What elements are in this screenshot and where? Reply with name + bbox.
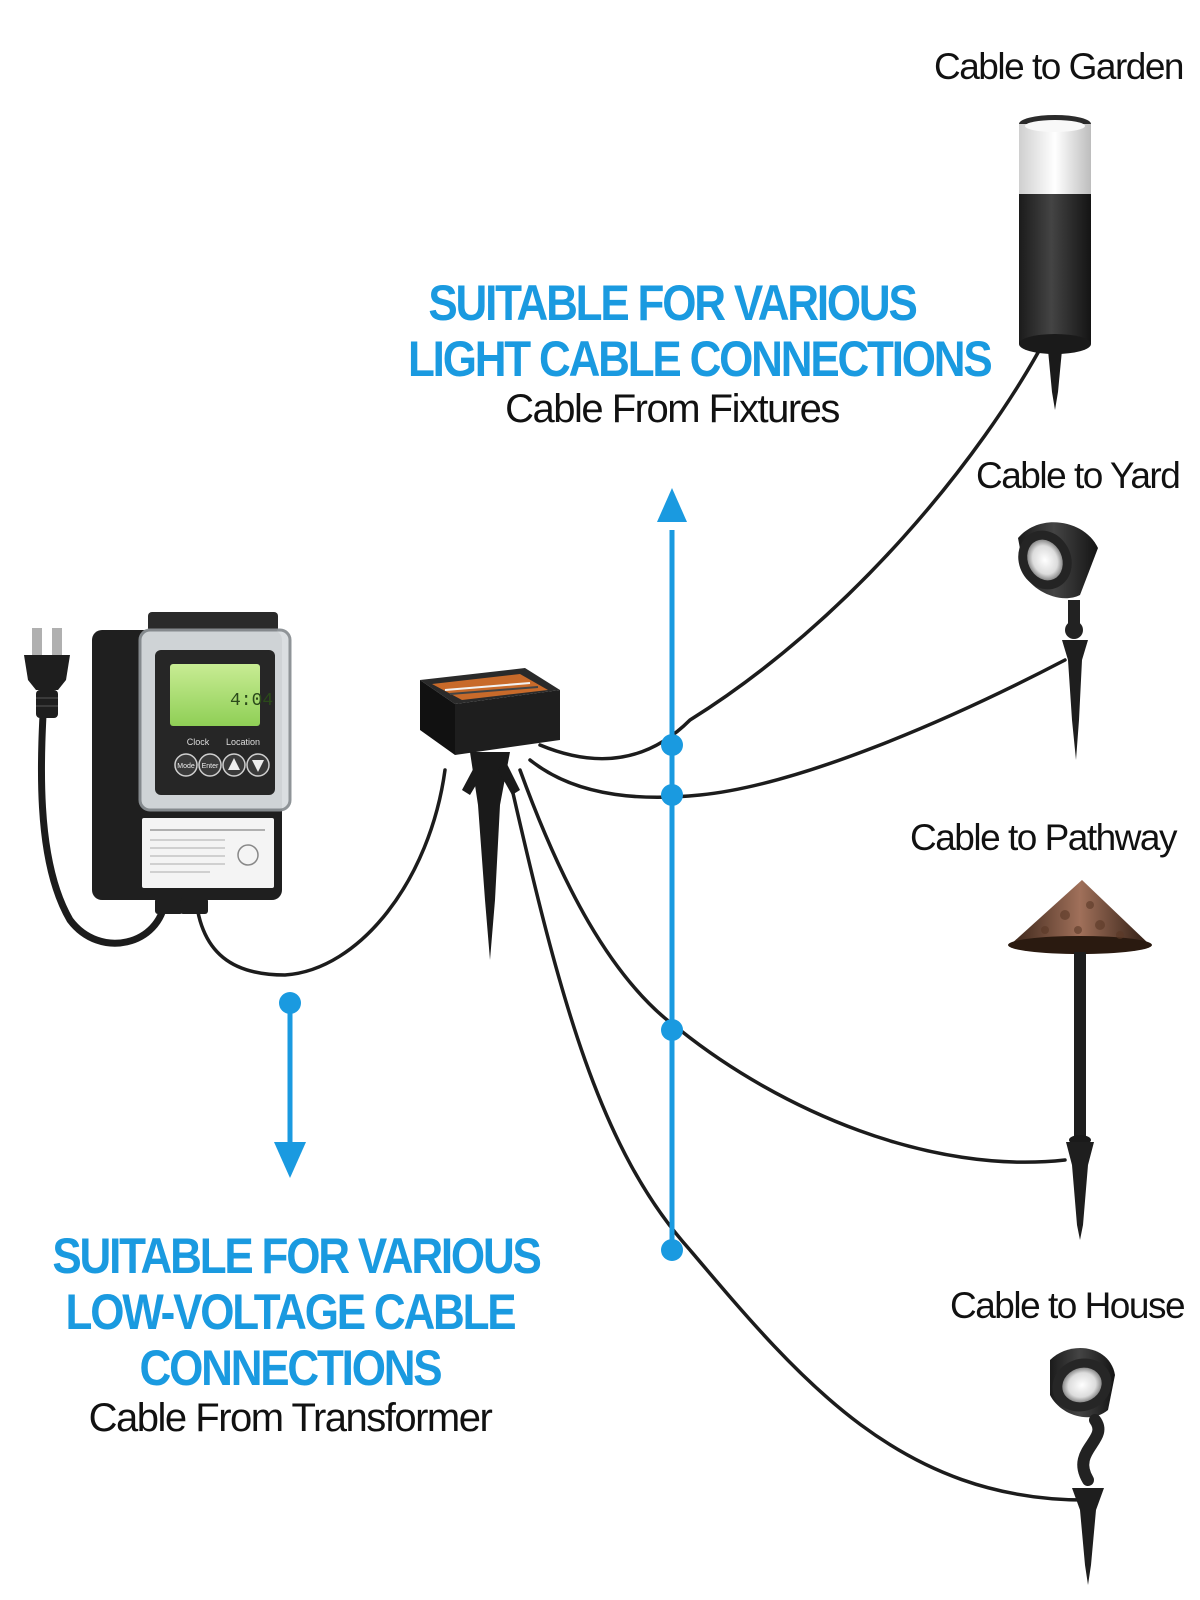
triangle-down-icon xyxy=(252,760,264,772)
junction-dot xyxy=(661,1019,683,1041)
callout-markers xyxy=(274,488,687,1261)
yard-spotlight-icon xyxy=(1018,522,1098,760)
house-spotlight-icon xyxy=(1050,1348,1115,1585)
cable-to-yard xyxy=(528,658,1067,799)
label-cable-to-house: Cable to House xyxy=(950,1285,1186,1326)
top-callout-line-2: LIGHT CABLE CONNECTIONS xyxy=(408,331,993,387)
arrow-down-icon xyxy=(274,1142,306,1178)
arrow-up-icon xyxy=(657,488,687,522)
cable-from-transformer xyxy=(193,768,447,977)
transformer-icon: 4:04 Clock Location Mode Enter xyxy=(92,612,292,914)
enter-button[interactable] xyxy=(198,753,222,777)
triangle-up-icon xyxy=(228,758,240,770)
top-callout-subtitle: Cable From Fixtures xyxy=(505,387,840,431)
pathway-light-icon xyxy=(1008,880,1152,1240)
spec-label-sticker xyxy=(142,818,274,888)
power-plug-icon xyxy=(24,628,70,718)
junction-dot xyxy=(661,784,683,806)
label-cable-to-pathway: Cable to Pathway xyxy=(910,817,1178,858)
plug-cord xyxy=(37,676,169,947)
top-callout-line-1: SUITABLE FOR VARIOUS xyxy=(428,275,917,331)
bottom-callout-line-3: CONNECTIONS xyxy=(139,1340,443,1396)
label-cable-to-garden: Cable to Garden xyxy=(934,46,1185,87)
bottom-callout-line-1: SUITABLE FOR VARIOUS xyxy=(52,1228,541,1284)
bottom-callout-subtitle: Cable From Transformer xyxy=(88,1396,493,1440)
svg-text:Mode: Mode xyxy=(177,763,195,770)
cable-to-pathway xyxy=(518,768,1067,1164)
svg-text:Enter: Enter xyxy=(202,763,219,770)
top-callout: SUITABLE FOR VARIOUS LIGHT CABLE CONNECT… xyxy=(372,275,993,432)
cable-to-garden xyxy=(538,338,1047,761)
location-label: Location xyxy=(226,737,260,747)
bottom-callout-line-2: LOW-VOLTAGE CABLE xyxy=(65,1284,517,1340)
junction-dot xyxy=(661,1239,683,1261)
garden-light-icon xyxy=(1019,115,1091,410)
clock-label: Clock xyxy=(187,737,210,747)
svg-text:4:04: 4:04 xyxy=(230,691,273,711)
junction-dot xyxy=(279,992,301,1014)
junction-box-icon xyxy=(420,668,560,960)
label-cable-to-yard: Cable to Yard xyxy=(976,455,1181,496)
lcd-screen xyxy=(170,664,260,726)
bottom-callout: SUITABLE FOR VARIOUS LOW-VOLTAGE CABLE C… xyxy=(20,1228,560,1441)
mode-button[interactable] xyxy=(174,753,198,777)
cable-to-house xyxy=(508,778,1087,1502)
junction-dot xyxy=(661,734,683,756)
cables xyxy=(37,338,1087,1502)
